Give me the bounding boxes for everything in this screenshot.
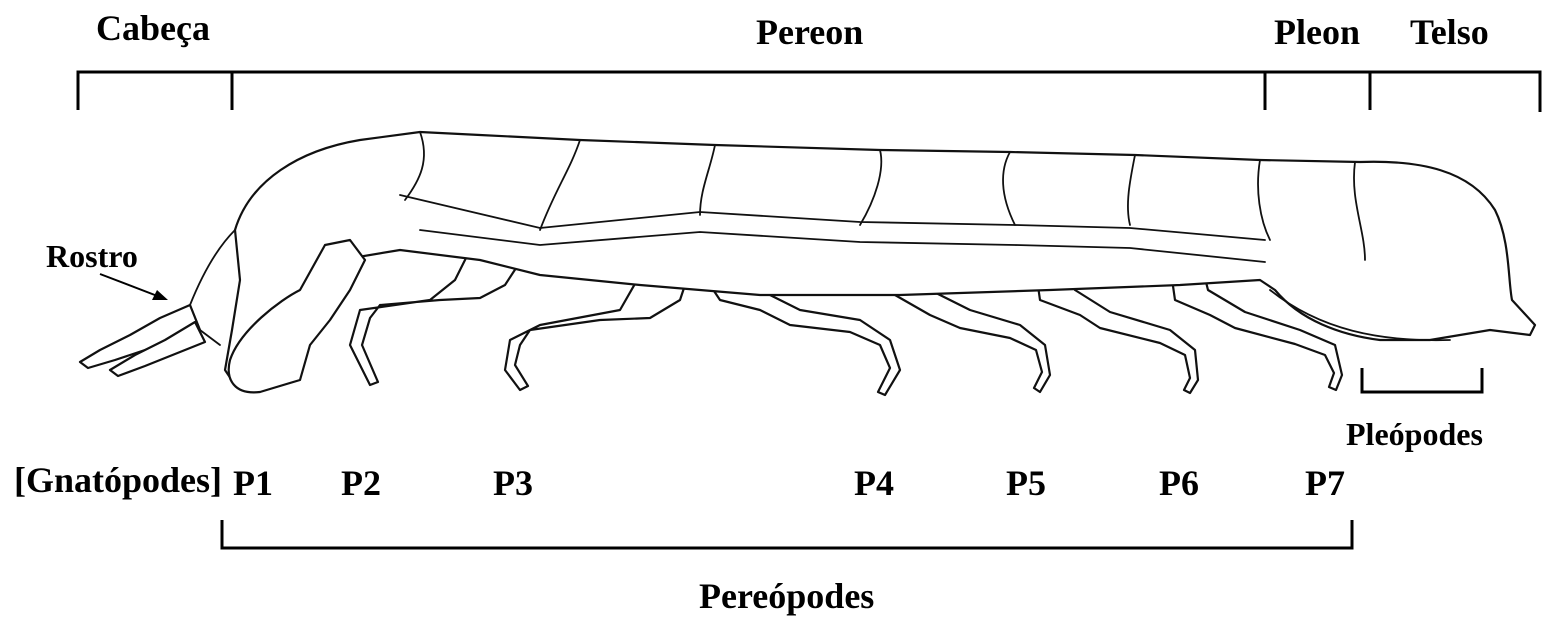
pereopods-bracket [222, 520, 1352, 548]
pereon-bracket [232, 72, 1265, 110]
pleon-label: Pleon [1274, 14, 1360, 50]
gnathopods-label: [Gnatópodes] [14, 462, 222, 498]
rostrum-arrow [100, 274, 168, 300]
head-label: Cabeça [96, 10, 210, 46]
leg-label-p5: P5 [1006, 465, 1046, 501]
leg-label-p1: P1 [233, 465, 273, 501]
amphipod-body [80, 132, 1535, 395]
pleon-bracket [1265, 72, 1370, 110]
top-brackets [78, 72, 1540, 112]
leg-label-p7: P7 [1305, 465, 1345, 501]
pereopods-label: Pereópodes [699, 578, 874, 614]
leg-label-p4: P4 [854, 465, 894, 501]
telson-label: Telso [1410, 14, 1489, 50]
leg-label-p2: P2 [341, 465, 381, 501]
leg-label-p3: P3 [493, 465, 533, 501]
leg-label-p6: P6 [1159, 465, 1199, 501]
pleopods-label: Pleópodes [1346, 418, 1483, 450]
rostrum-label: Rostro [46, 240, 138, 272]
telson-bracket [1370, 72, 1540, 112]
pleopods-bracket [1362, 368, 1482, 392]
head-bracket [78, 72, 232, 110]
pereon-label: Pereon [756, 14, 863, 50]
leg-p2 [350, 245, 520, 385]
